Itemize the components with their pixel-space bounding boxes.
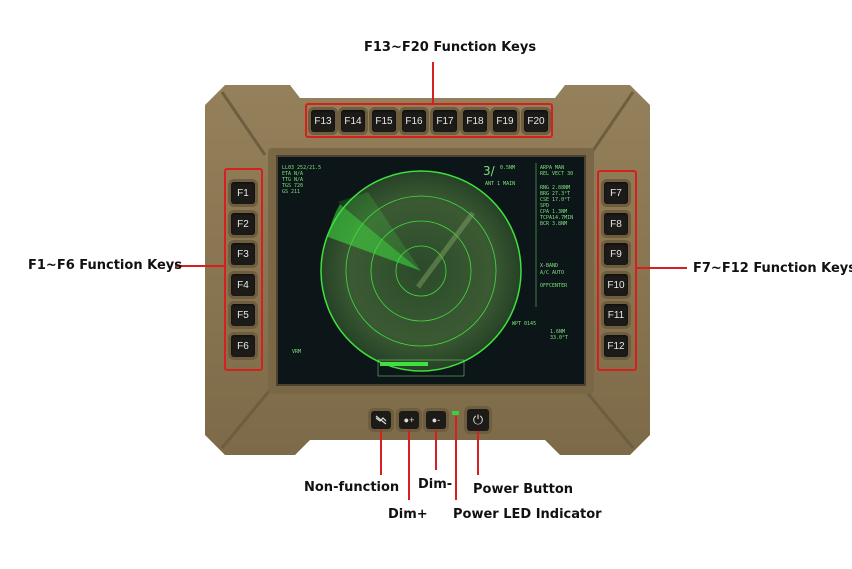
key-f14[interactable]: F14 [341,110,365,132]
power-button[interactable]: ⏻ [467,409,489,431]
key-f11[interactable]: F11 [604,304,628,326]
svg-text:X-BAND: X-BAND [540,263,558,269]
display-screen: LL03 252/21.5 ETA N/A TTG N/A TGS 720 GS… [276,155,586,386]
key-f9[interactable]: F9 [604,243,628,265]
svg-text:ARPA MAN: ARPA MAN [540,165,564,171]
key-f3[interactable]: F3 [231,243,255,265]
svg-text:CSE 17.0°T: CSE 17.0°T [540,197,570,203]
radar-ring [345,195,497,347]
screen-text: GS 211 [282,189,300,195]
callout-line [455,416,457,500]
callout-line [637,267,687,269]
key-f10[interactable]: F10 [604,274,628,296]
right-panel: ARPA MAN REL VECT 30 RNG 2.88NM BRG 27.3… [540,165,573,289]
top-keys-highlight [305,103,553,138]
svg-text:SPD: SPD [540,203,549,209]
screen-text: 0.5NM [500,165,515,171]
key-f5[interactable]: F5 [231,304,255,326]
svg-text:A/C AUTO: A/C AUTO [540,270,564,276]
non-function-label: Non-function [304,480,400,495]
key-f8[interactable]: F8 [604,213,628,235]
screen-text: LL03 252/21.5 [282,165,321,171]
screen-text: WPT 0145 [512,321,536,327]
status-bar [377,359,465,377]
crossed-display-icon [375,415,387,425]
radar-ring [370,220,472,322]
key-f6[interactable]: F6 [231,335,255,357]
radar-sweep [328,204,421,271]
range-readout: 3/ [483,164,496,178]
svg-text:CPA 1.3NM: CPA 1.3NM [540,209,567,215]
key-f15[interactable]: F15 [372,110,396,132]
right-keys-label: F7~F12 Function Keys [693,261,852,276]
key-f20[interactable]: F20 [524,110,548,132]
svg-text:RNG 2.88NM: RNG 2.88NM [540,185,570,191]
key-f7[interactable]: F7 [604,182,628,204]
key-f1[interactable]: F1 [231,182,255,204]
screen-text: 1.6NM [550,329,565,335]
key-f18[interactable]: F18 [463,110,487,132]
radar-ring [395,245,447,297]
key-f17[interactable]: F17 [433,110,457,132]
callout-line [435,430,437,470]
radar-display: LL03 252/21.5 ETA N/A TTG N/A TGS 720 GS… [282,163,573,377]
key-f4[interactable]: F4 [231,274,255,296]
screen-text: TGS 720 [282,183,303,189]
key-f12[interactable]: F12 [604,335,628,357]
callout-line [380,430,382,475]
svg-text:REL VECT 30: REL VECT 30 [540,171,573,177]
left-keys-label: F1~F6 Function Keys [28,258,182,273]
screen-text: VRM [292,349,301,355]
svg-text:BRG 27.3°T: BRG 27.3°T [540,191,570,197]
screen-text: ANT 1 MAIN [485,181,515,187]
status-bar-fill [380,362,428,366]
key-f2[interactable]: F2 [231,213,255,235]
power-led-label: Power LED Indicator [453,507,602,522]
callout-line [408,430,410,500]
callout-line [477,431,479,475]
dim-plus-button[interactable]: ●+ [399,411,419,429]
screen-text: 33.0°T [550,335,568,341]
callout-line [432,62,434,103]
top-keys-label: F13~F20 Function Keys [364,40,537,55]
dim-minus-label: Dim- [418,477,453,492]
power-button-label: Power Button [473,482,574,497]
key-f19[interactable]: F19 [493,110,517,132]
svg-text:TCPA14.7MIN: TCPA14.7MIN [540,215,573,221]
non-function-button[interactable] [371,411,391,429]
callout-line [175,265,224,267]
key-f16[interactable]: F16 [402,110,426,132]
dim-minus-button[interactable]: ●- [426,411,446,429]
power-led-indicator [452,411,459,415]
svg-text:BCR 3.8NM: BCR 3.8NM [540,221,567,227]
right-keys-highlight [597,170,637,371]
key-f13[interactable]: F13 [311,110,335,132]
screen-text: TTG N/A [282,177,303,183]
dim-plus-label: Dim+ [388,507,428,522]
left-keys-highlight [224,168,263,371]
svg-text:OFFCENTER: OFFCENTER [540,283,568,289]
screen-text: ETA N/A [282,171,303,177]
